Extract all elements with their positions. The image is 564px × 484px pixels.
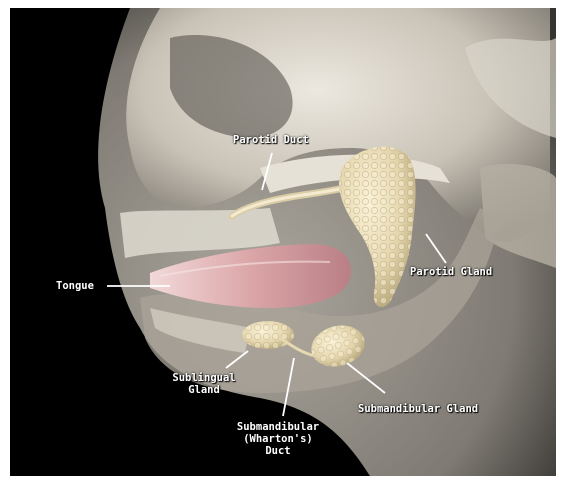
label-submandibular-duct-line3: Duct	[228, 445, 328, 457]
label-parotid-duct: Parotid Duct	[233, 134, 309, 146]
anatomy-figure: Parotid Duct Tongue Parotid Gland Sublin…	[10, 8, 556, 476]
label-submandibular-duct-line2: (Wharton's)	[228, 433, 328, 445]
label-sublingual-gland-line2: Gland	[164, 384, 244, 396]
label-submandibular-duct: Submandibular (Wharton's) Duct	[228, 421, 328, 457]
label-parotid-gland: Parotid Gland	[410, 266, 492, 278]
label-sublingual-gland: Sublingual Gland	[164, 372, 244, 396]
sublingual-gland	[242, 321, 294, 349]
label-tongue: Tongue	[56, 280, 94, 292]
label-sublingual-gland-line1: Sublingual	[164, 372, 244, 384]
label-submandibular-duct-line1: Submandibular	[228, 421, 328, 433]
label-submandibular-gland: Submandibular Gland	[358, 403, 478, 415]
